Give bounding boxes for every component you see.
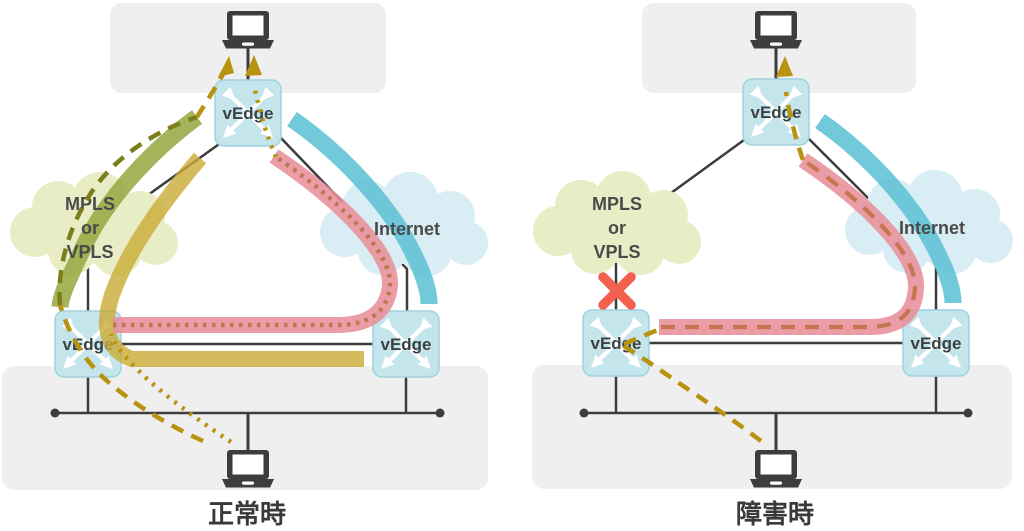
secondary-path-dotted-normal — [108, 55, 393, 444]
up-arrowhead-icon — [218, 56, 234, 77]
branch-site-zone-failure — [532, 365, 1012, 489]
internet-tunnel-band-right-failure — [815, 114, 962, 304]
mpls-tunnel-band-left-normal — [51, 110, 203, 309]
laptop-icon-remote-normal — [222, 11, 274, 49]
mpls-label-line3: VPLS — [593, 242, 640, 262]
up-arrowhead-icon — [245, 55, 262, 76]
internet-cloud-label-normal: Internet — [374, 219, 440, 239]
connector-lines-normal — [50, 47, 445, 451]
vedge-node-top-failure: vEdge — [743, 79, 809, 145]
connector-lines-failure — [579, 47, 973, 451]
mpls-cloud-label-failure: MPLS or VPLS — [592, 194, 642, 262]
vedge-label: vEdge — [222, 104, 273, 123]
internet-cloud-label-failure: Internet — [899, 218, 965, 238]
vedge-label: vEdge — [380, 335, 431, 354]
mpls-label-line1: MPLS — [65, 194, 115, 214]
laptop-icon-branch-normal — [222, 450, 274, 488]
mpls-cloud-label-normal: MPLS or VPLS — [65, 194, 115, 262]
mpls-label-line2: or — [81, 218, 99, 238]
vedge-node-right-normal: vEdge — [373, 311, 439, 377]
vedge-node-top-normal: vEdge — [215, 80, 281, 146]
mpls-label-line2: or — [608, 218, 626, 238]
mpls-tunnel-band-right-normal — [98, 152, 364, 367]
mpls-label-line3: VPLS — [66, 242, 113, 262]
primary-path-dashed-normal — [57, 56, 234, 444]
up-arrowhead-icon — [776, 56, 793, 77]
vedge-label: vEdge — [910, 334, 961, 353]
vedge-label: vEdge — [750, 103, 801, 122]
internet-tunnel-band-right-normal — [287, 112, 438, 305]
laptop-icon-remote-failure — [750, 11, 802, 49]
panel-caption-normal: 正常時 — [208, 499, 286, 529]
vedge-node-right-failure: vEdge — [903, 310, 969, 376]
laptop-icon-branch-failure — [750, 450, 802, 488]
failure-x-icon — [598, 272, 636, 310]
mpls-label-line1: MPLS — [592, 194, 642, 214]
panel-caption-failure: 障害時 — [736, 499, 814, 529]
vedge-node-left-failure: vEdge — [583, 310, 649, 376]
failover-path-dashed-failure — [620, 56, 918, 443]
